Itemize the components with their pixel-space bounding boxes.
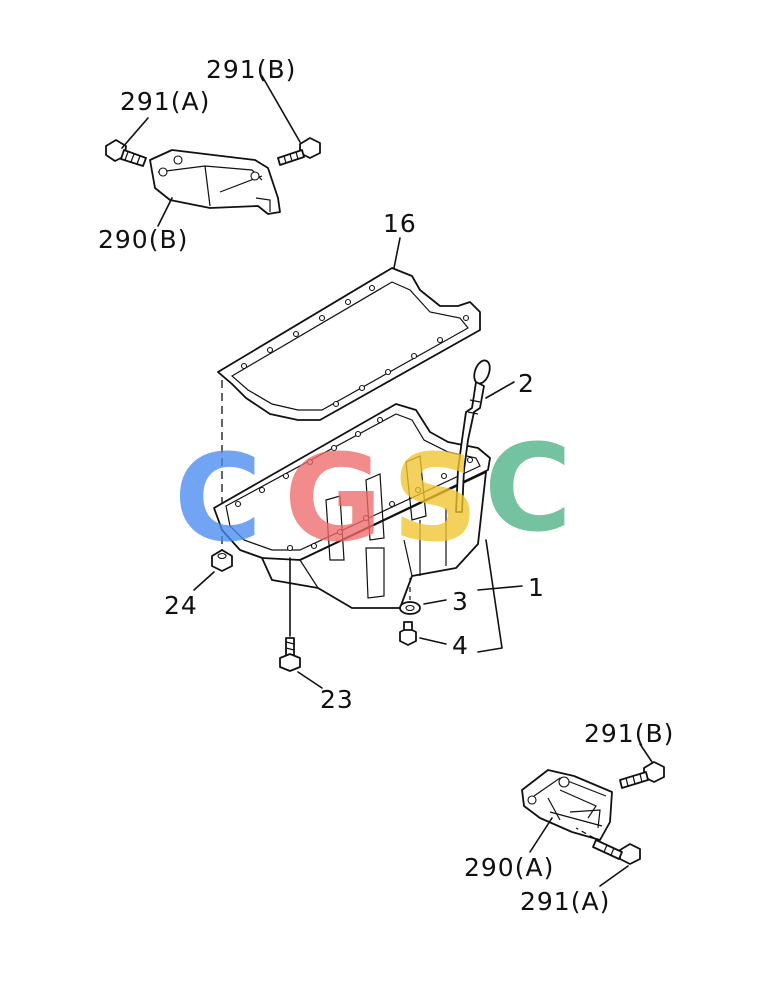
bolt-291b-bottom: [619, 743, 665, 789]
bracket-290a: [521, 769, 613, 841]
watermark-letter-3: S: [392, 430, 478, 569]
bracket-290b: [149, 149, 281, 215]
label-24: 24: [164, 591, 198, 620]
label-4: 4: [452, 631, 469, 660]
washer-3: 3: [399, 578, 469, 616]
bolt-291b-top: [277, 137, 321, 166]
oil-pan-1: 1: [213, 403, 545, 653]
pan-flange-holes: [234, 416, 474, 552]
label-290a: 290(A): [464, 853, 554, 882]
watermark-letter-2: G: [284, 430, 383, 569]
bolt-23: 23: [279, 557, 354, 714]
plug-24: 24: [164, 549, 233, 620]
gasket-holes: [240, 284, 470, 408]
label-2: 2: [518, 369, 535, 398]
label-290b: 290(B): [98, 225, 188, 254]
dipstick-2: 2: [455, 359, 535, 513]
label-291a-bottom: 291(A): [520, 887, 610, 916]
watermark: C G S C: [174, 420, 572, 569]
gasket-16: 16: [217, 209, 481, 421]
label-291a-top: 291(A): [120, 87, 210, 116]
watermark-letter-1: C: [174, 430, 262, 569]
label-16: 16: [383, 209, 417, 238]
label-291b-top: 291(B): [206, 55, 296, 84]
bolt-291a-bottom: [575, 827, 641, 887]
label-23: 23: [320, 685, 354, 714]
label-3: 3: [452, 587, 469, 616]
bracket-290a-group: 291(B) 290(A) 291(A): [464, 719, 674, 916]
label-1: 1: [528, 573, 545, 602]
watermark-letter-4: C: [484, 420, 572, 559]
label-291b-bottom: 291(B): [584, 719, 674, 748]
drain-plug-4: 4: [399, 621, 469, 660]
bolt-291a-top: [105, 139, 147, 167]
bracket-290b-group: 291(B) 291(A) 290(B): [98, 55, 321, 254]
